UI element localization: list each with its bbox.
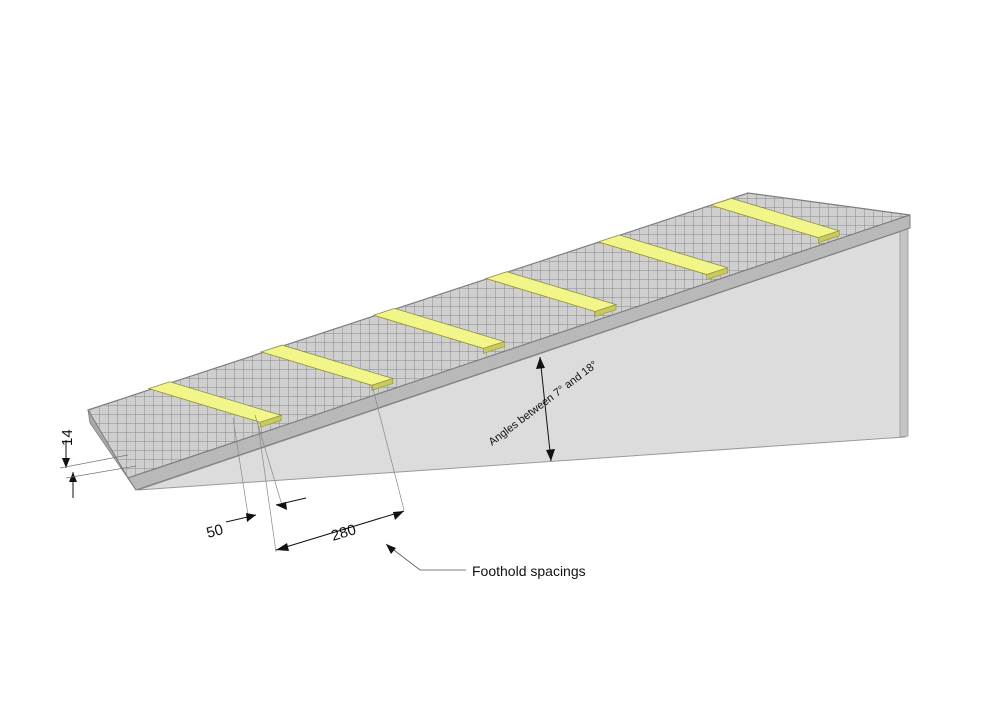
foothold-spacing-dimension: 280 <box>257 384 405 553</box>
callout-label: Foothold spacings <box>472 563 586 579</box>
grating-left-edge <box>87 409 137 491</box>
foothold-spacings-callout: Foothold spacings <box>385 543 586 579</box>
foothold-strip <box>709 197 841 244</box>
footholds <box>147 197 841 428</box>
foothold-edge <box>371 378 394 391</box>
foothold-edge <box>483 341 505 354</box>
foothold-strip <box>147 381 283 428</box>
foothold-strip <box>484 271 618 317</box>
foothold-spacing-label: 280 <box>329 521 358 545</box>
foothold-width-dimension: 50 <box>205 414 307 542</box>
foothold-width-label: 50 <box>205 521 226 542</box>
foothold-strip <box>597 234 729 280</box>
ramp-end-face <box>899 213 909 438</box>
foothold-edge <box>706 267 728 280</box>
foothold-strip <box>259 344 395 391</box>
foothold-edge <box>259 414 282 428</box>
foothold-edge <box>818 230 840 244</box>
thickness-dimension: 14 <box>59 429 137 498</box>
foothold-strip <box>372 307 506 354</box>
foothold-edge <box>594 304 617 317</box>
thickness-label: 14 <box>59 429 76 446</box>
